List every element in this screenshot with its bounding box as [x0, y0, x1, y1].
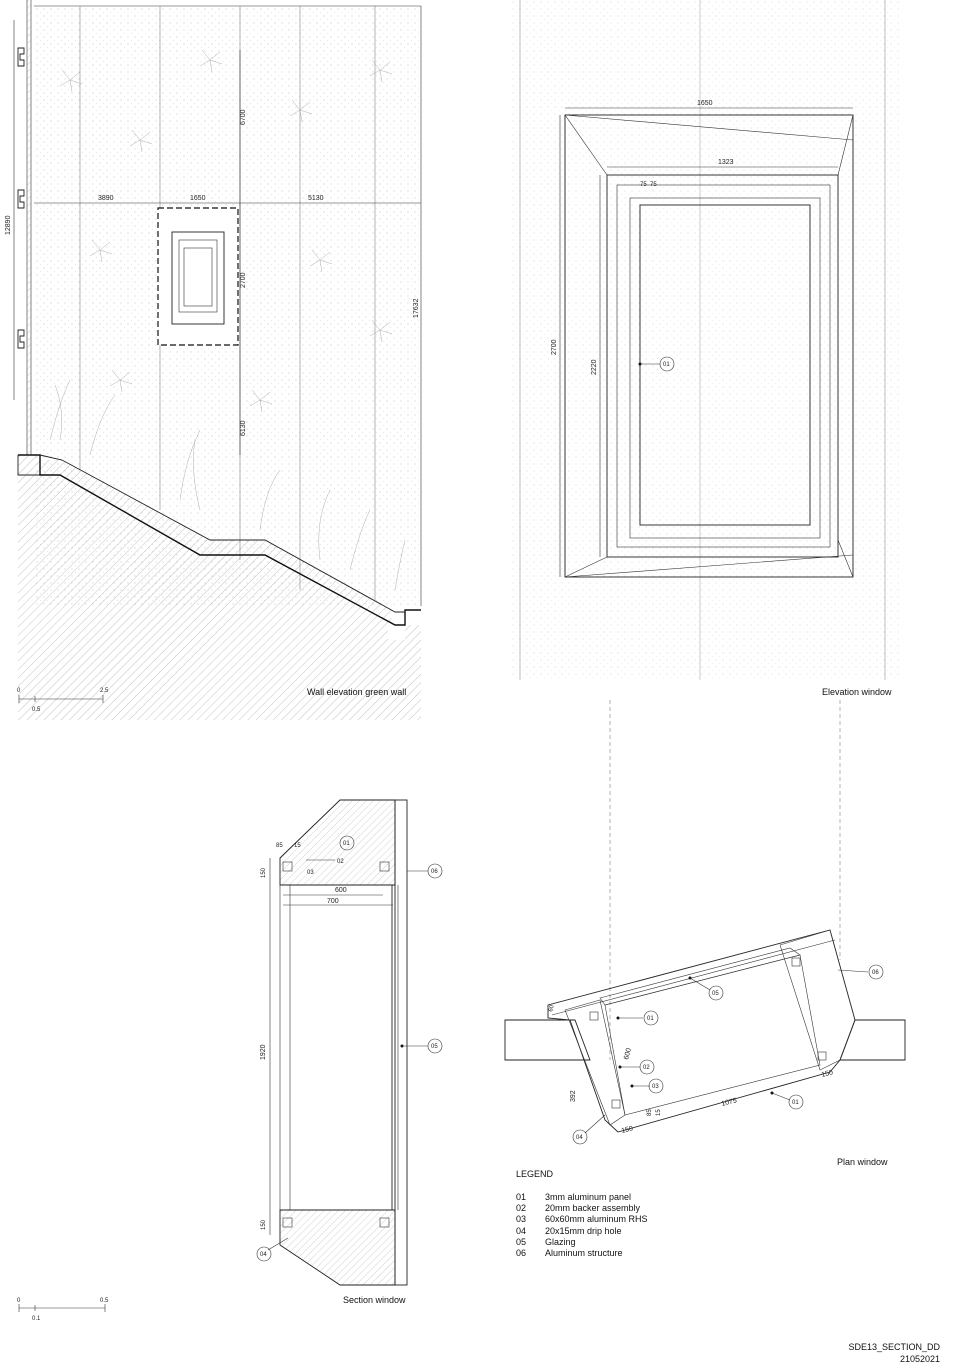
dim-150-bottom: 150: [261, 1219, 267, 1230]
tag-04-section: 04: [260, 1252, 267, 1258]
legend-title: LEGEND: [516, 1169, 554, 1179]
legend-text-04: 20x15mm drip hole: [545, 1226, 622, 1236]
dim-85-plan: 85: [647, 1109, 653, 1116]
sheet-date: 21052021: [900, 1354, 940, 1364]
legend-num-04: 04: [516, 1226, 526, 1236]
scale-0-5: 0.5: [32, 707, 41, 713]
legend-num-03: 03: [516, 1214, 526, 1224]
elevation-window-view: 1650 1323 75 75 2700 2220 01 Elevation w…: [510, 0, 900, 1060]
dim-150-top: 150: [261, 867, 267, 878]
caption-section-window: Section window: [343, 1295, 406, 1305]
caption-plan-window: Plan window: [837, 1157, 888, 1167]
legend: LEGEND 01 3mm aluminum panel 02 20mm bac…: [516, 1169, 648, 1258]
title-block: SDE13_SECTION_DD 21052021: [848, 1342, 940, 1364]
dim-600-plan: 600: [623, 1047, 633, 1060]
tag-05-section: 05: [431, 1044, 438, 1050]
legend-num-02: 02: [516, 1203, 526, 1213]
dim-600: 600: [335, 887, 347, 894]
tag-03-section: 03: [307, 870, 314, 876]
wall-section-profile: [13, 0, 32, 455]
legend-num-06: 06: [516, 1248, 526, 1258]
dim-1650-elev: 1650: [697, 100, 713, 107]
dim-15: 15: [294, 843, 301, 849]
section-window-view: 600 700 85 15 150 1920 150 01 02 03 06 0…: [17, 799, 443, 1322]
dim-1323: 1323: [718, 159, 734, 166]
dim-5130: 5130: [308, 195, 324, 202]
dim-2700-elev: 2700: [551, 339, 558, 355]
dim-12890: 12890: [5, 215, 12, 235]
caption-wall-elevation: Wall elevation green wall: [307, 687, 406, 697]
scale-0: 0: [17, 688, 21, 694]
dim-1650: 1650: [190, 195, 206, 202]
tag-01-section: 01: [343, 841, 350, 847]
dim-1075: 1075: [721, 1097, 738, 1108]
scale-2-5: 2.5: [100, 688, 109, 694]
dim-2220: 2220: [591, 359, 598, 375]
tag-03-plan: 03: [652, 1084, 659, 1090]
scale-bar-elevation: 0 2.5 0.5: [17, 688, 109, 713]
plan-window-view: 06 05 01 02 03 04 01 60 600 392 15 85 10…: [504, 929, 906, 1167]
scale-0-5-section: 0.5: [100, 1298, 109, 1304]
dim-15-plan: 15: [656, 1109, 662, 1116]
dim-75-a: 75: [640, 182, 647, 188]
ground-section: [17, 454, 421, 720]
dim-85: 85: [276, 843, 283, 849]
legend-num-05: 05: [516, 1237, 526, 1247]
legend-text-05: Glazing: [545, 1237, 576, 1247]
window-opening: [157, 207, 239, 346]
foliage-pattern: [49, 49, 406, 591]
dim-6130: 6130: [240, 420, 247, 436]
legend-text-06: Aluminum structure: [545, 1248, 623, 1258]
wall-elevation-view: 3890 1650 5130 6700 2700 6130 12890 1763…: [5, 0, 422, 720]
dim-392: 392: [570, 1090, 577, 1102]
legend-text-01: 3mm aluminum panel: [545, 1192, 631, 1202]
dim-150-plan-b: 150: [821, 1069, 834, 1079]
legend-text-02: 20mm backer assembly: [545, 1203, 641, 1213]
tag-02-plan: 02: [643, 1065, 650, 1071]
tag-06-plan: 06: [872, 970, 879, 976]
tag-04-plan: 04: [576, 1135, 583, 1141]
tag-01-plan-a: 01: [647, 1016, 654, 1022]
dim-17632: 17632: [413, 298, 420, 318]
tag-01-elev: 01: [663, 362, 670, 368]
scale-0-section: 0: [17, 1298, 21, 1304]
dim-60-plan: 60: [548, 1004, 556, 1013]
tag-05-plan: 05: [712, 991, 719, 997]
dim-75-b: 75: [650, 182, 657, 188]
dim-150-plan-a: 150: [621, 1125, 634, 1135]
sheet-id: SDE13_SECTION_DD: [848, 1342, 940, 1352]
scale-0-1-section: 0.1: [32, 1316, 41, 1322]
dim-2700: 2700: [240, 272, 247, 288]
tag-01-plan-b: 01: [792, 1100, 799, 1106]
dim-3890: 3890: [98, 195, 114, 202]
tag-02-section: 02: [337, 859, 344, 865]
legend-num-01: 01: [516, 1192, 526, 1202]
dim-700: 700: [327, 898, 339, 905]
legend-text-03: 60x60mm aluminum RHS: [545, 1214, 648, 1224]
dim-6700: 6700: [240, 109, 247, 125]
dim-1920: 1920: [260, 1044, 267, 1060]
caption-elevation-window: Elevation window: [822, 687, 892, 697]
tag-06-section: 06: [431, 869, 438, 875]
